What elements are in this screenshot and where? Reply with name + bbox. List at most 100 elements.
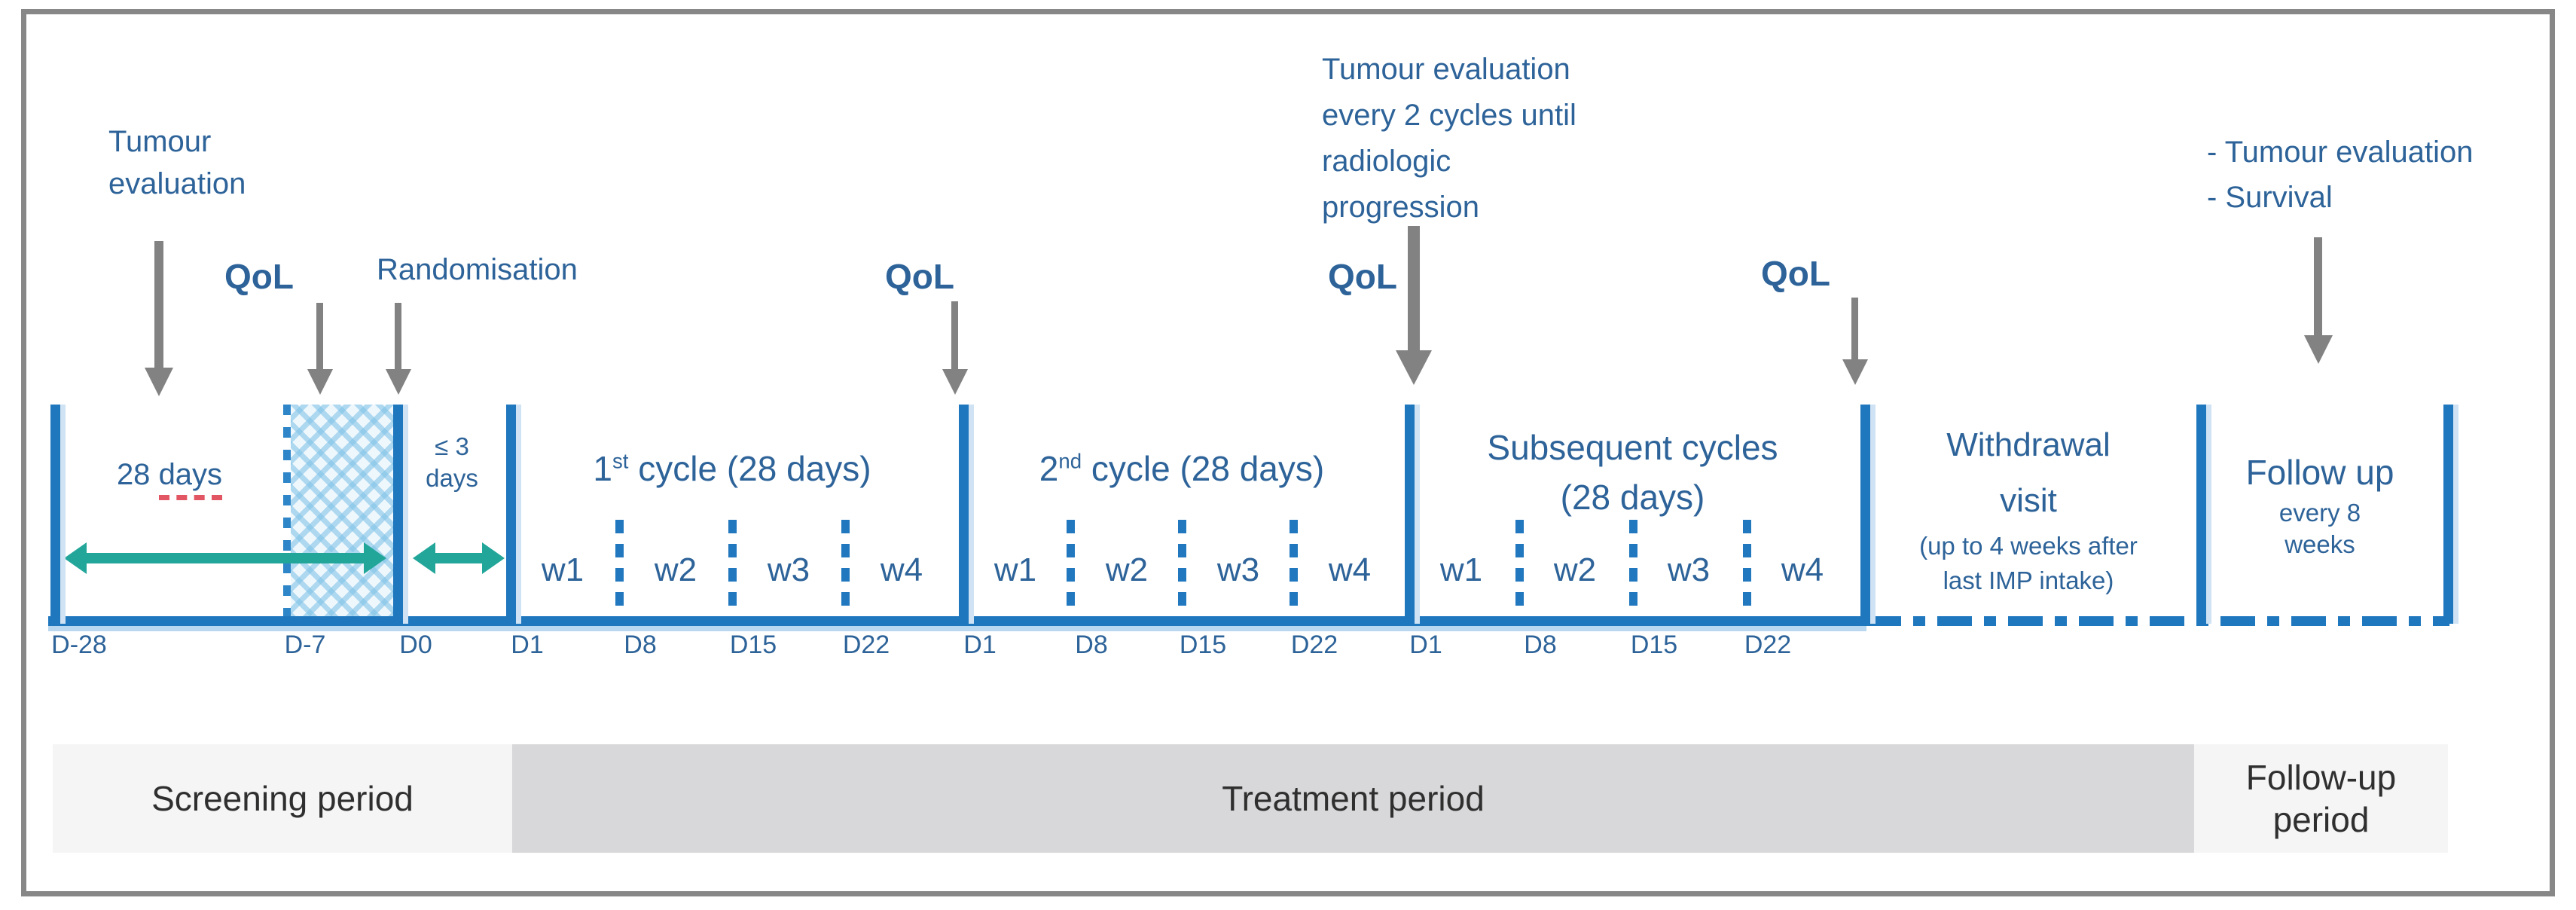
- annotation-line: radiologic: [1322, 145, 1451, 178]
- day-label: D-7: [284, 631, 326, 659]
- day-label: D8: [1075, 631, 1108, 659]
- week-separator: [728, 520, 737, 616]
- subsequent-cycles-section: Subsequent cycles (28 days) w1 w2 w3 w4 …: [1405, 405, 1860, 664]
- timeline-bar-cycle2-start: [959, 405, 969, 624]
- down-arrow-icon: [1408, 226, 1420, 350]
- d-7-dotted-line: [283, 405, 291, 618]
- timeline-bar-d0: [393, 405, 403, 624]
- day-label: D15: [1179, 631, 1227, 659]
- followup-note-line2: weeks: [2285, 530, 2355, 558]
- day-label: D22: [1290, 631, 1338, 659]
- randomisation-label: Randomisation: [377, 253, 578, 286]
- day-label: D1: [963, 631, 997, 659]
- timeline-bar-withdrawal-start: [1860, 405, 1870, 624]
- week-label: w3: [767, 551, 810, 588]
- withdrawal-note-line2: last IMP intake): [1943, 566, 2114, 594]
- week-separator: [841, 520, 850, 616]
- treatment-period-box: Treatment period: [512, 744, 2194, 853]
- cycle1-title: 1st cycle (28 days): [506, 448, 958, 489]
- week-label: w2: [1553, 551, 1597, 588]
- week-label: w2: [1105, 551, 1149, 588]
- cycle-title-rest: cycle (28 days): [1082, 449, 1325, 488]
- timeline-bar-cycle1-start: [506, 405, 516, 624]
- annotation-line: every 2 cycles until: [1322, 99, 1576, 132]
- subsequent-cycles-title-line1: Subsequent cycles: [1487, 428, 1778, 467]
- cycle-number: 1: [593, 449, 612, 488]
- day-label: D15: [1630, 631, 1678, 659]
- cycle-ordinal-suffix: nd: [1058, 449, 1082, 473]
- cycle2-section: 2nd cycle (28 days) w1 w2 w3 w4 D1 D8 D1…: [959, 405, 1405, 664]
- subsequent-cycles-title-line2: (28 days): [1560, 478, 1705, 517]
- week-label: w4: [1781, 551, 1824, 588]
- withdrawal-title-line1: Withdrawal: [1946, 426, 2111, 463]
- week-separator: [1290, 520, 1298, 616]
- window-line: days: [426, 464, 478, 492]
- week-separator: [1515, 520, 1524, 616]
- day-label: D8: [1524, 631, 1557, 659]
- timeline-bar-followup-end: [2443, 405, 2453, 624]
- annotation-line: - Survival: [2207, 181, 2333, 214]
- day-label: D-28: [51, 631, 107, 659]
- followup-title: Follow up: [2245, 453, 2394, 492]
- week-separator: [1629, 520, 1637, 616]
- timeline-bar-d-28: [50, 405, 60, 624]
- timeline-bar-followup-start: [2196, 405, 2206, 624]
- screening-hatch-region: [291, 405, 393, 618]
- final-evaluation-label: - Tumour evaluation - Survival: [2207, 130, 2474, 220]
- annotation-line: progression: [1322, 191, 1480, 224]
- randomisation-window-label: ≤ 3 days: [411, 431, 493, 494]
- qol-label-subsequent: QoL: [1328, 257, 1397, 296]
- down-arrow-icon: [2314, 237, 2322, 335]
- duration-value: 28: [116, 458, 151, 491]
- qol-label-screening: QoL: [224, 257, 294, 296]
- week-separator: [1743, 520, 1751, 616]
- timeline-baseline-dashdot: [1866, 616, 2449, 626]
- week-label: w1: [541, 551, 584, 588]
- down-arrow-icon: [951, 301, 958, 369]
- window-line: ≤ 3: [435, 432, 469, 460]
- week-label: w3: [1667, 551, 1711, 588]
- outer-border: [21, 9, 2555, 896]
- down-arrow-icon: [316, 303, 323, 369]
- cycle2-title: 2nd cycle (28 days): [959, 448, 1405, 489]
- cycle-title-rest: cycle (28 days): [628, 449, 871, 488]
- screening-period-box: Screening period: [53, 744, 512, 853]
- cycle-number: 2: [1039, 449, 1059, 488]
- cycle-ordinal-suffix: st: [612, 449, 629, 473]
- annotation-line: Tumour evaluation: [1322, 53, 1570, 86]
- day-label: D1: [1409, 631, 1442, 659]
- week-label: w2: [654, 551, 697, 588]
- tumour-evaluation-mid-label: Tumour evaluation every 2 cycles until r…: [1322, 47, 1668, 231]
- week-label: w3: [1216, 551, 1260, 588]
- tumour-evaluation-screening-label: Tumour evaluation: [108, 125, 246, 200]
- week-label: w1: [993, 551, 1037, 588]
- followup-note-line1: every 8: [2278, 499, 2361, 527]
- timeline-bar-subsequent-start: [1405, 405, 1415, 624]
- withdrawal-title-line2: visit: [2000, 482, 2057, 519]
- week-label: w1: [1439, 551, 1483, 588]
- day-label: D22: [842, 631, 890, 659]
- followup-section: Follow up every 8 weeks: [2199, 405, 2440, 664]
- duration-unit: days: [158, 458, 223, 500]
- down-arrow-icon: [395, 303, 401, 369]
- day-label: D15: [729, 631, 777, 659]
- day-label: D1: [511, 631, 544, 659]
- day-label: D22: [1744, 631, 1792, 659]
- day-label: D8: [624, 631, 657, 659]
- qol-label-withdrawal: QoL: [1761, 254, 1830, 293]
- down-arrow-icon: [1851, 298, 1858, 359]
- day-label: D0: [399, 631, 432, 659]
- withdrawal-section: Withdrawal visit (up to 4 weeks after la…: [1868, 405, 2189, 664]
- qol-label-cycle2: QoL: [885, 257, 954, 296]
- cycle1-section: 1st cycle (28 days) w1 w2 w3 w4 D1 D8 D1…: [506, 405, 958, 664]
- screening-duration-label: 28 days: [94, 458, 245, 500]
- week-label: w4: [1328, 551, 1372, 588]
- week-separator: [1178, 520, 1186, 616]
- timeline-baseline-shadow: [48, 626, 1866, 631]
- down-arrow-icon: [154, 241, 163, 368]
- double-arrow-icon: [435, 553, 482, 563]
- followup-period-box: Follow-up period: [2194, 744, 2448, 853]
- annotation-line: - Tumour evaluation: [2207, 136, 2474, 169]
- withdrawal-note-line1: (up to 4 weeks after: [1919, 532, 2138, 560]
